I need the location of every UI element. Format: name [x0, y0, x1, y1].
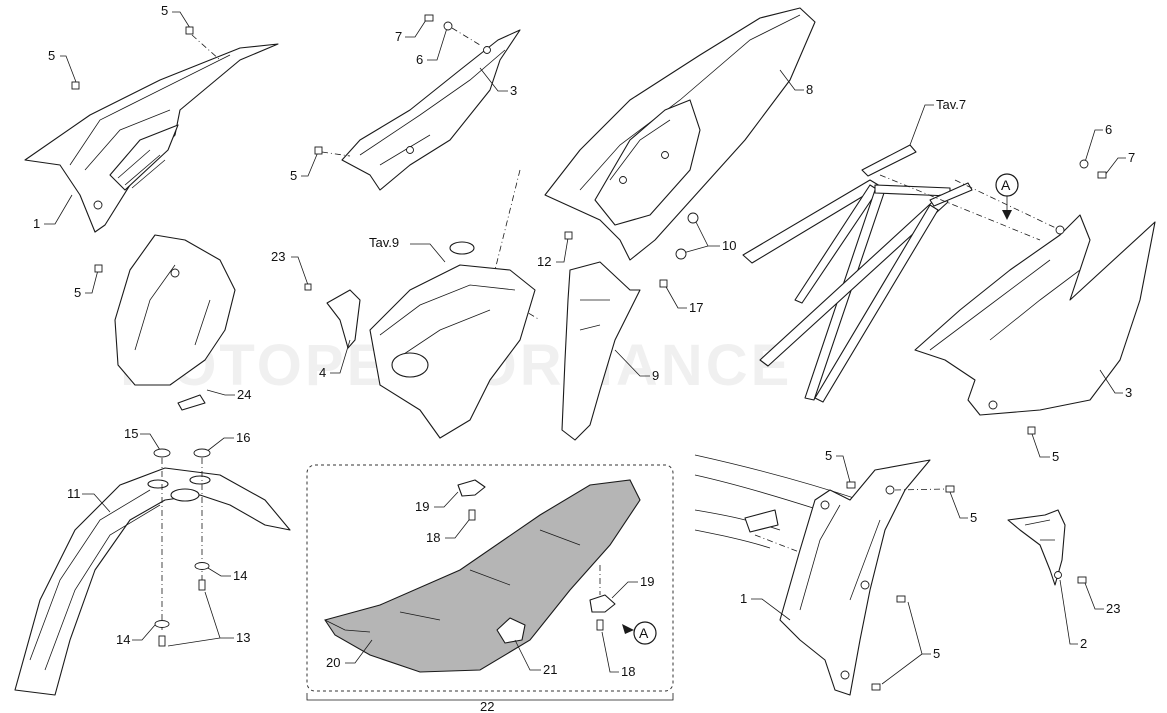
callout-14: 14 — [116, 632, 130, 647]
callout-7: 7 — [1128, 150, 1135, 165]
callout-tav9: Tav.9 — [369, 235, 399, 250]
callout-15: 15 — [124, 426, 138, 441]
side-bracket-part — [1007, 509, 1066, 586]
front-fender-part — [14, 467, 291, 696]
side-panel-right-part — [914, 214, 1156, 416]
callout-4: 4 — [319, 365, 326, 380]
callout-21: 21 — [543, 662, 557, 677]
callout-19: 19 — [640, 574, 654, 589]
airbox-part — [369, 241, 536, 439]
callout-22: 22 — [480, 699, 494, 713]
rear-fender-part — [544, 7, 816, 261]
callout-2: 2 — [1080, 636, 1087, 651]
callout-12: 12 — [537, 254, 551, 269]
callout-14: 14 — [233, 568, 247, 583]
callout-7: 7 — [395, 29, 402, 44]
seat-assembly-box — [306, 464, 674, 692]
callout-19: 19 — [415, 499, 429, 514]
callout-5: 5 — [290, 168, 297, 183]
callout-20: 20 — [326, 655, 340, 670]
callout-5: 5 — [1052, 449, 1059, 464]
callout-11: 11 — [67, 486, 81, 501]
subframe-part — [742, 144, 973, 403]
number-plate-cover-part — [341, 29, 521, 191]
seat-part — [324, 479, 641, 673]
callout-3: 3 — [510, 83, 517, 98]
callout-3: 3 — [1125, 385, 1132, 400]
callout-18: 18 — [426, 530, 440, 545]
callout-6: 6 — [416, 52, 423, 67]
callout-5: 5 — [74, 285, 81, 300]
callout-9: 9 — [652, 368, 659, 383]
view-a-label: A — [1001, 177, 1011, 193]
callout-5: 5 — [161, 3, 168, 18]
view-a-label: A — [639, 625, 649, 641]
callout-6: 6 — [1105, 122, 1112, 137]
callout-13: 13 — [236, 630, 250, 645]
view-a-marker — [633, 621, 657, 645]
mud-flap-part — [561, 261, 641, 441]
headlight-mask-part — [114, 234, 236, 411]
callout-18: 18 — [621, 664, 635, 679]
callout-1: 1 — [33, 216, 40, 231]
callout-10: 10 — [722, 238, 736, 253]
callout-5: 5 — [825, 448, 832, 463]
callout-5: 5 — [970, 510, 977, 525]
callout-23: 23 — [271, 249, 285, 264]
callout-5: 5 — [48, 48, 55, 63]
callout-16: 16 — [236, 430, 250, 445]
callout-1: 1 — [740, 591, 747, 606]
callout-8: 8 — [806, 82, 813, 97]
radiator-shroud-part — [779, 459, 931, 696]
callout-24: 24 — [237, 387, 251, 402]
callout-tav7: Tav.7 — [936, 97, 966, 112]
callout-5: 5 — [933, 646, 940, 661]
side-panel-left-part — [24, 43, 279, 233]
callout-23: 23 — [1106, 601, 1120, 616]
callout-17: 17 — [689, 300, 703, 315]
